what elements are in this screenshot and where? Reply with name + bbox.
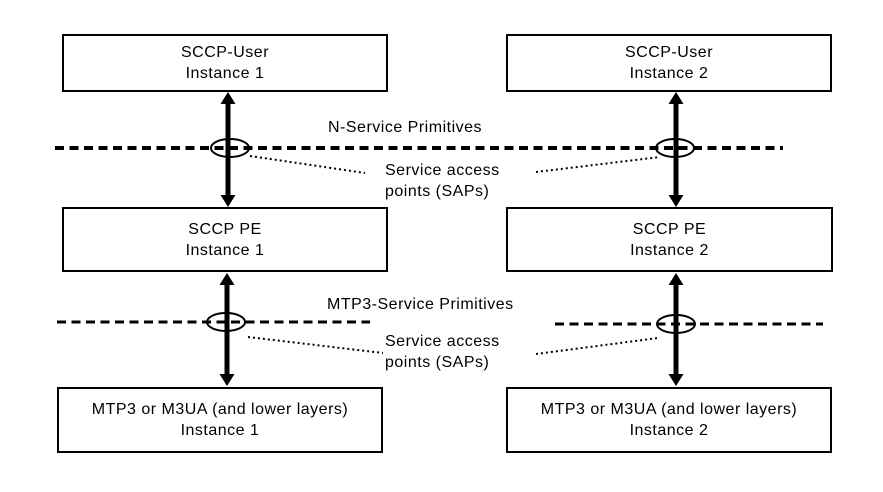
box-sccp-pe-instance-1: SCCP PE Instance 1 xyxy=(62,207,388,272)
box-mtp3-m3ua-instance-1: MTP3 or M3UA (and lower layers) Instance… xyxy=(57,387,383,453)
box-label-line2: Instance 1 xyxy=(180,422,260,439)
n-service-primitives-label: N-Service Primitives xyxy=(328,119,483,136)
sap-leader-line-row1-left xyxy=(249,155,366,174)
box-label-line2: Instance 1 xyxy=(185,241,265,259)
box-label-line1: MTP3 or M3UA (and lower layers) xyxy=(540,401,798,418)
box-label-line1: SCCP-User xyxy=(180,44,270,61)
box-label-line1: MTP3 or M3UA (and lower layers) xyxy=(91,401,349,418)
sap-ellipse-n-service-instance2 xyxy=(655,138,695,158)
box-mtp3-m3ua-instance-2: MTP3 or M3UA (and lower layers) Instance… xyxy=(506,387,832,453)
box-label-line2: Instance 2 xyxy=(630,241,709,259)
sap-label-row1-line2: points (SAPs) xyxy=(385,183,490,200)
box-sccp-user-instance-1: SCCP-User Instance 1 xyxy=(62,34,388,92)
mtp3-service-primitives-label: MTP3-Service Primitives xyxy=(327,296,514,313)
box-label-line2: Instance 1 xyxy=(185,65,265,82)
sap-ellipse-mtp3-service-instance1 xyxy=(206,312,246,332)
sap-leader-line-row2-left xyxy=(247,336,384,354)
box-label-line2: Instance 2 xyxy=(629,65,709,82)
interface-arrow-sccpuser-sccppe-instance2 xyxy=(668,92,684,207)
box-label-line1: SCCP PE xyxy=(188,220,262,238)
sap-ellipse-mtp3-service-instance2 xyxy=(656,314,696,334)
interface-arrow-sccppe-mtp3-instance2 xyxy=(668,273,684,386)
box-label-line1: SCCP-User xyxy=(624,44,714,61)
sap-leader-line-row1-right xyxy=(535,156,661,173)
box-sccp-pe-instance-2: SCCP PE Instance 2 xyxy=(506,207,833,272)
sap-label-row2-line1: Service access xyxy=(385,333,500,350)
interface-arrow-sccppe-mtp3-instance1 xyxy=(219,273,235,386)
box-label-line1: SCCP PE xyxy=(632,220,707,238)
sap-label-row2: Service access points (SAPs) xyxy=(385,331,500,373)
box-label-line2: Instance 2 xyxy=(629,422,709,439)
sap-leader-line-row2-right xyxy=(535,337,659,355)
sap-ellipse-n-service-instance1 xyxy=(210,138,250,158)
box-sccp-user-instance-2: SCCP-User Instance 2 xyxy=(506,34,832,92)
sap-label-row1: Service access points (SAPs) xyxy=(385,160,500,202)
sap-label-row1-line1: Service access xyxy=(385,162,500,179)
interface-arrow-sccpuser-sccppe-instance1 xyxy=(220,92,236,207)
sap-label-row2-line2: points (SAPs) xyxy=(385,354,490,371)
